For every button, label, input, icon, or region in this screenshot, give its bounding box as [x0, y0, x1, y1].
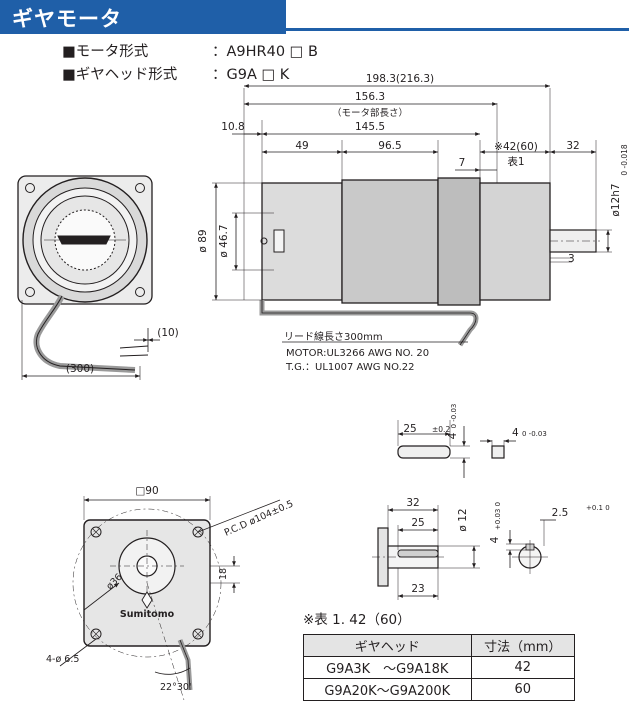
dim-overall-length: 198.3(216.3) [366, 73, 434, 85]
dim-gear-length-ref: 表1 [507, 155, 524, 168]
dim-shaft-length: 32 [566, 140, 579, 152]
dim-seg-49: 49 [295, 140, 308, 152]
dim-height: ø 89 [197, 229, 209, 252]
table-caption: ※表 1. 42（60） [303, 612, 411, 628]
spec-gearhead-type: ■ギヤヘッド形式 ：G9A □ K [62, 63, 289, 84]
key-height-tol: 0 -0.03 [450, 404, 458, 429]
dim-shaft-tol: 0 -0.018 [620, 144, 629, 176]
dim-step: 3 [568, 253, 575, 265]
dim-motor-length-note: （モータ部長さ） [332, 107, 408, 119]
spec-value: ：G9A □ K [212, 67, 290, 83]
shaft-total: 32 [406, 497, 419, 509]
motor-side-view [212, 84, 612, 347]
dimension-labels: 198.3(216.3) 156.3 （モータ部長さ） 145.5 10.8 ※… [46, 73, 629, 693]
flange-view [59, 496, 281, 701]
table-header-row: ギヤヘッド 寸法（mm） [303, 634, 576, 657]
table-row: G9A20K～G9A200K 60 [303, 678, 576, 701]
spec-motor-type: ■モータ形式 ：A9HR40 □ B [62, 40, 318, 61]
flange-angle: 22°30' [160, 682, 192, 693]
key-length-tol: ±0.2 [432, 425, 450, 434]
shaft-dia: ø 12 [457, 508, 469, 531]
table-cell: 60 [470, 678, 576, 701]
dim-seg-7: 7 [459, 157, 466, 169]
shaft-base: 23 [411, 583, 424, 595]
lead-note-tg: T.G.：UL1007 AWG NO.22 [285, 362, 415, 373]
key-length: 25 [403, 423, 416, 435]
key-width: 4 [512, 427, 519, 439]
table-cell: G9A3K ～G9A18K [303, 656, 472, 679]
flange-holes: 4-ø 6.5 [46, 654, 79, 665]
flange-brand-label: Sumitomo [120, 609, 175, 620]
header-band [0, 0, 286, 34]
table-cell: 42 [470, 656, 576, 679]
flange-pcd: P.C.D ø104±0.5 [223, 498, 295, 538]
motor-front-view [17, 175, 160, 380]
dim-body-length: 145.5 [355, 121, 385, 133]
lead-note-length: リード線長さ300mm [284, 330, 383, 343]
dim-lead-end: (10) [157, 327, 179, 339]
spec-label: ■ギヤヘッド形式 [62, 67, 178, 83]
dim-boss-dia: ø 46.7 [218, 224, 230, 257]
table: ギヤヘッド 寸法（mm） G9A3K ～G9A18K 42 G9A20K～G9A… [303, 634, 576, 701]
dim-flange-offset: 10.8 [221, 121, 244, 133]
dim-seg-96-5: 96.5 [378, 140, 401, 152]
shaft-keyway-depth: 2.5 [552, 507, 569, 519]
shaft-keyway-depth-tol: +0.1 0 [586, 504, 610, 512]
page-title: ギヤモータ [12, 7, 122, 31]
flange-square: □90 [135, 485, 158, 497]
table-cell: G9A20K～G9A200K [303, 678, 472, 701]
spec-value: ：A9HR40 □ B [212, 44, 318, 60]
key-width-tol: 0 -0.03 [522, 430, 547, 438]
dim-lead-length: (300) [66, 363, 94, 375]
shaft-keyway-w: 4 [489, 536, 501, 543]
dim-motor-length: 156.3 [355, 91, 385, 103]
table-header-dimension: 寸法（mm） [470, 634, 576, 657]
shaft-keyway-tol: +0.03 0 [494, 502, 502, 530]
spec-label: ■モータ形式 [62, 44, 149, 60]
key-detail [397, 420, 516, 478]
header-bar: ギヤモータ [0, 0, 629, 34]
shaft-detail [372, 505, 556, 600]
shaft-key-len: 25 [411, 517, 424, 529]
header-rule [286, 28, 629, 31]
lead-note-motor: MOTOR:UL3266 AWG NO. 20 [286, 348, 429, 359]
flange-offset: 18 [218, 568, 229, 580]
key-height: 4 [447, 432, 459, 439]
dim-gear-length: ※42(60) [494, 141, 538, 153]
table-header-gearhead: ギヤヘッド [303, 634, 472, 657]
dim-shaft-dia: ø12h7 [610, 183, 622, 216]
gearhead-table: ※表 1. 42（60） ギヤヘッド 寸法（mm） G9A3K ～G9A18K … [303, 608, 576, 701]
table-row: G9A3K ～G9A18K 42 [303, 656, 576, 679]
